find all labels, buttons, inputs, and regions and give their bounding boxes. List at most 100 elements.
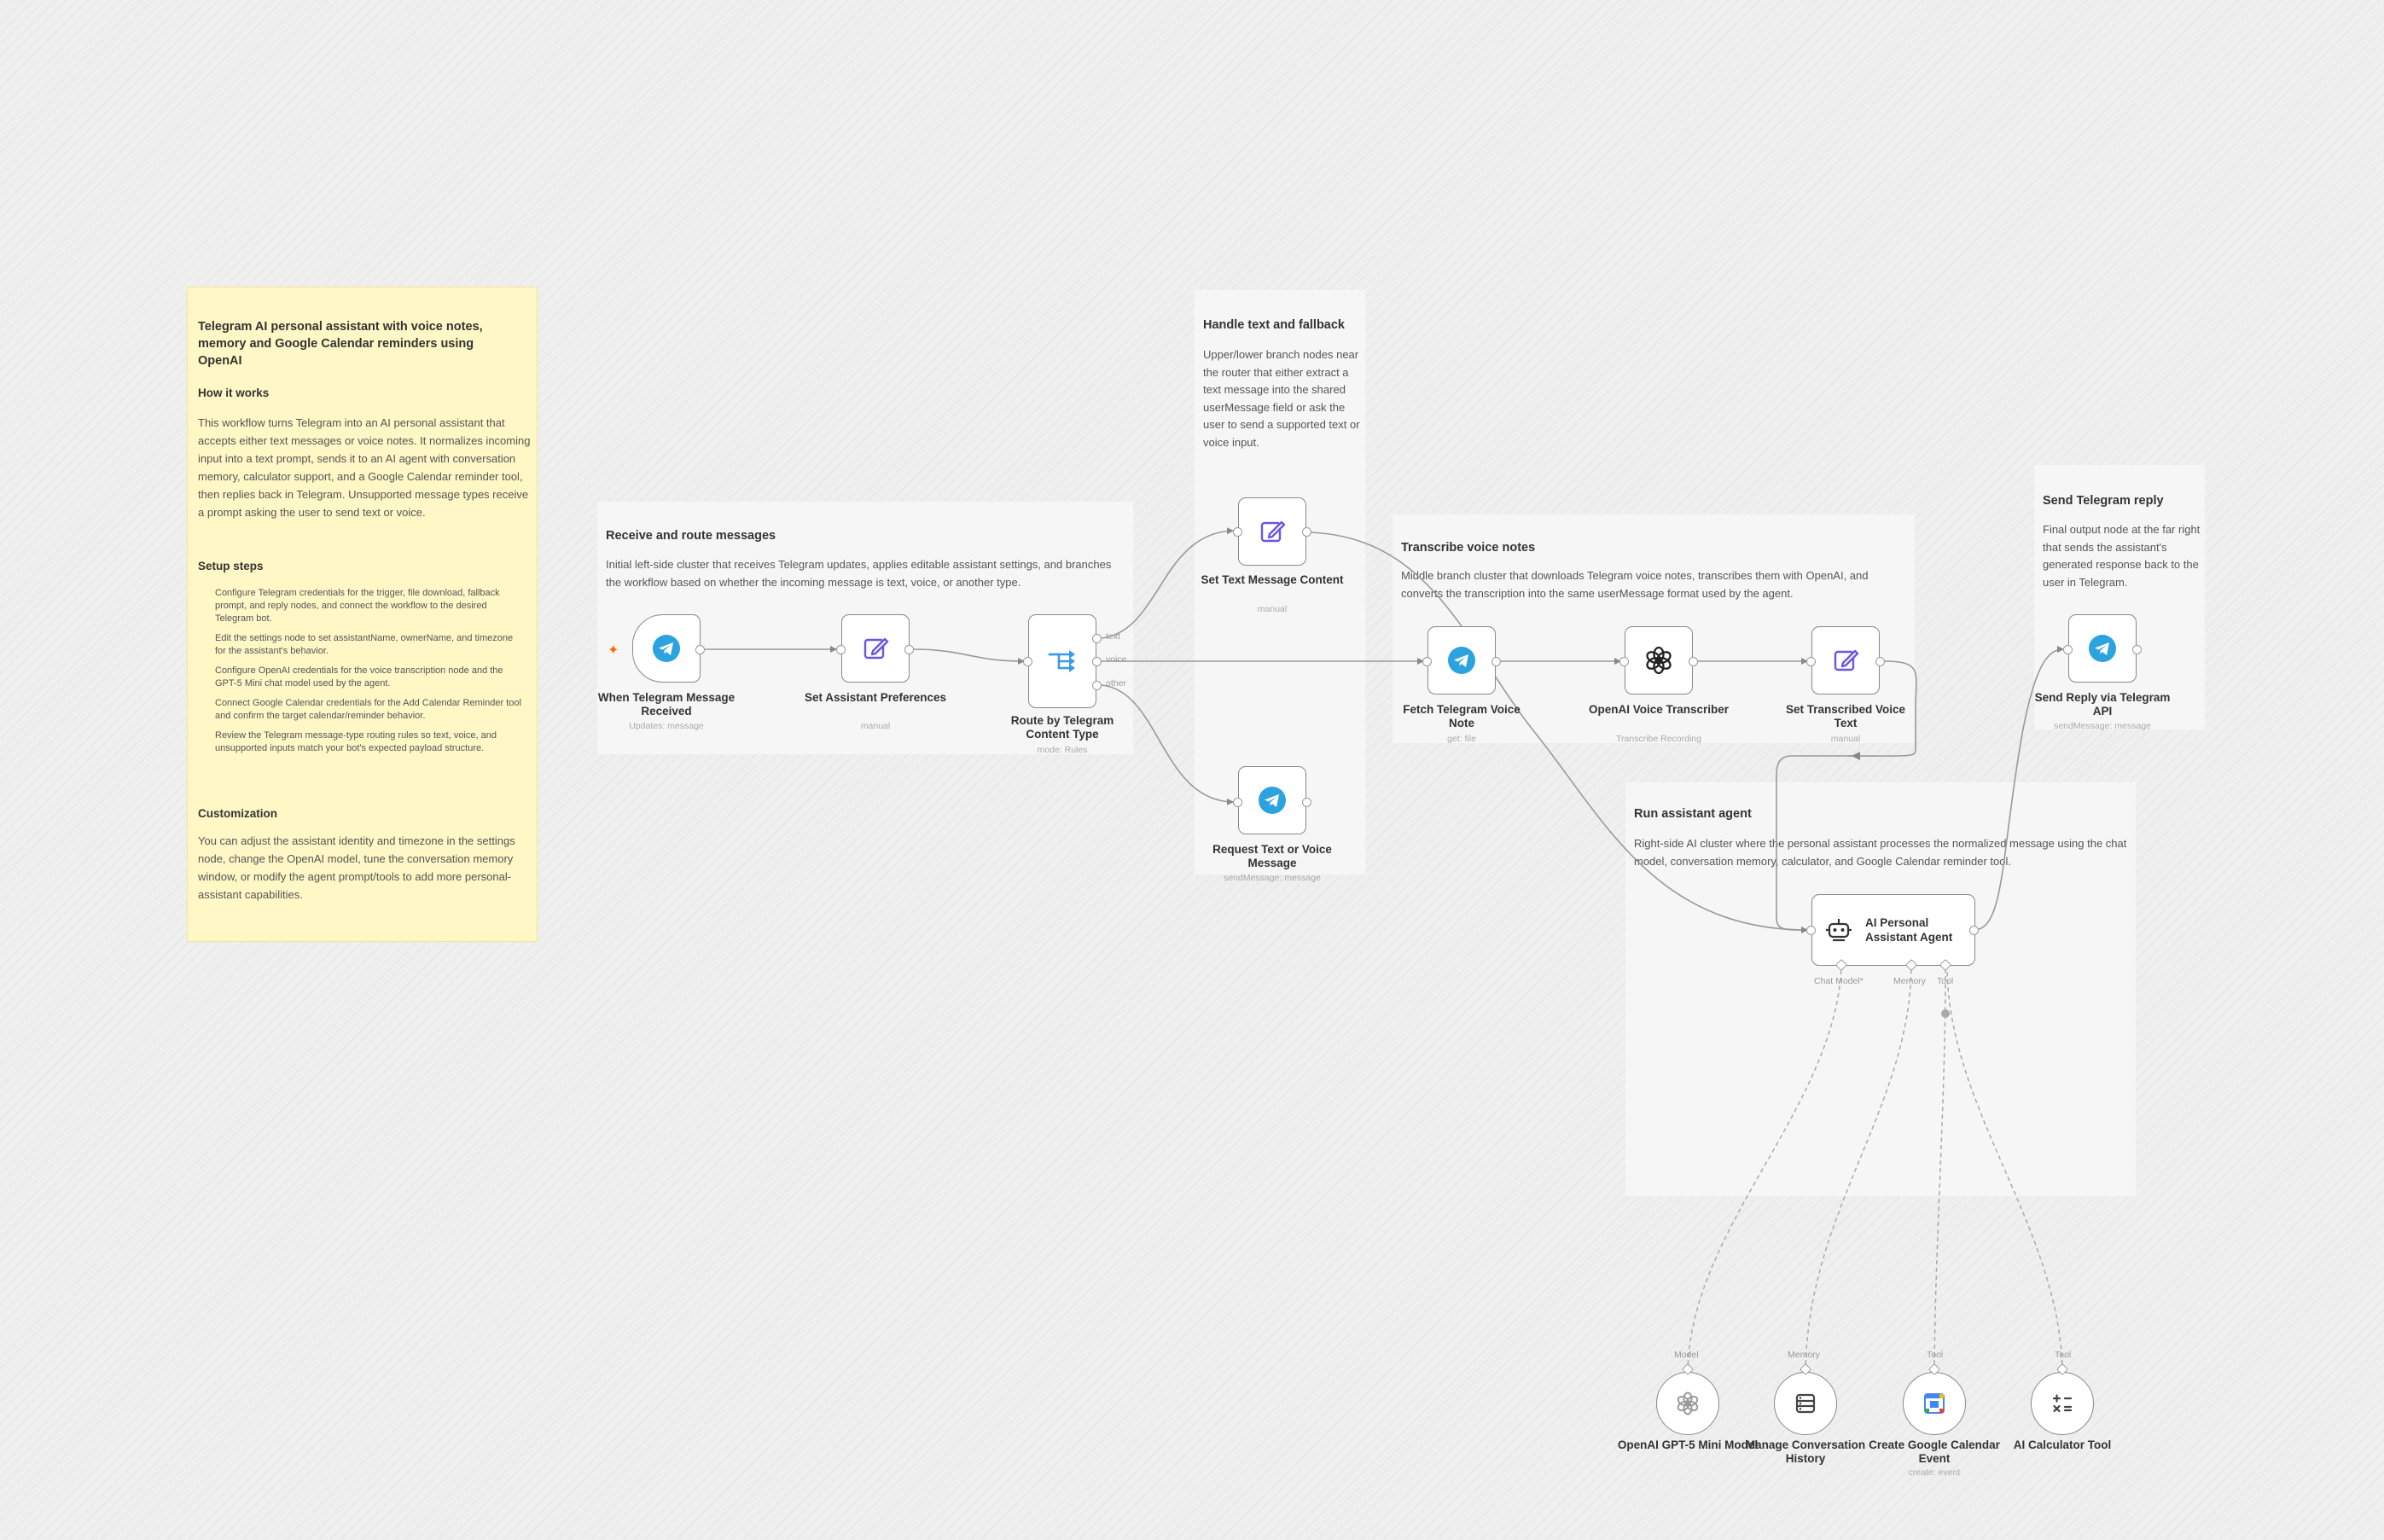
openai-icon [1677, 1392, 1699, 1415]
panel-title: Run assistant agent [1634, 807, 1752, 821]
node-label: Send Reply via Telegram API [2034, 691, 2171, 718]
node-fetch-voice-note[interactable] [1427, 626, 1496, 694]
telegram-icon [1448, 647, 1475, 674]
node-send-telegram-reply[interactable] [2068, 614, 2137, 683]
calculator-icon [2052, 1394, 2073, 1413]
output-port[interactable] [1302, 798, 1311, 807]
input-port[interactable] [1806, 926, 1816, 935]
node-label: Set Assistant Preferences [804, 691, 947, 704]
node-label: Manage Conversation History [1745, 1438, 1866, 1465]
node-label: AI Calculator Tool [2013, 1438, 2112, 1451]
port-label-chat-model: Chat Model* [1814, 976, 1864, 986]
sub-port-label: Model [1674, 1350, 1699, 1360]
input-port[interactable] [2063, 645, 2073, 654]
setup-step: Edit the settings node to set assistantN… [215, 633, 514, 656]
output-port[interactable] [1969, 926, 1979, 935]
output-port[interactable] [695, 645, 705, 654]
robot-icon [1826, 919, 1852, 942]
switch-icon [1048, 650, 1075, 672]
node-openai-voice-transcriber[interactable] [1625, 626, 1693, 694]
port-label-memory: Memory [1893, 976, 1926, 986]
setup-steps-heading: Setup steps [198, 560, 264, 572]
pencil-icon [1834, 649, 1859, 671]
output-port[interactable] [2132, 645, 2142, 654]
customization-text: You can adjust the assistant identity an… [198, 834, 515, 901]
node-label: When Telegram Message Received [597, 691, 736, 718]
setup-step: Configure OpenAI credentials for the voi… [215, 665, 503, 689]
output-port[interactable] [1491, 657, 1501, 666]
node-subtitle: create: event [1908, 1467, 1961, 1478]
input-port[interactable] [836, 645, 846, 654]
sticky-title: Telegram AI personal assistant with voic… [198, 320, 483, 368]
output-label-voice: voice [1106, 654, 1127, 665]
telegram-icon [1259, 787, 1286, 814]
output-port-other[interactable] [1092, 681, 1102, 690]
node-label: Set Transcribed Voice Text [1785, 703, 1906, 729]
node-subtitle: manual [1830, 734, 1861, 744]
database-icon [1795, 1393, 1816, 1414]
node-set-transcribed-text[interactable] [1811, 626, 1880, 694]
node-label: AI Personal Assistant Agent [1865, 916, 1953, 944]
panel-reply[interactable]: Send Telegram reply Final output node at… [2034, 465, 2205, 729]
node-request-text-or-voice[interactable] [1238, 766, 1306, 834]
node-ai-personal-assistant-agent[interactable]: AI Personal Assistant Agent [1811, 894, 1975, 966]
openai-icon [1646, 646, 1672, 675]
output-port[interactable] [1875, 657, 1885, 666]
node-subtitle: manual [860, 721, 891, 731]
node-subtitle: get: file [1447, 734, 1476, 744]
node-set-assistant-preferences[interactable] [841, 614, 910, 683]
sticky-note[interactable]: Telegram AI personal assistant with voic… [187, 287, 538, 942]
input-port[interactable] [1422, 657, 1432, 666]
input-port[interactable] [1023, 657, 1032, 666]
panel-agent[interactable]: Run assistant agent Right-side AI cluste… [1625, 782, 2136, 1196]
port-label-tool: Tool [1937, 976, 1954, 986]
setup-steps-list: Configure Telegram credentials for the t… [198, 587, 524, 762]
output-port[interactable] [1302, 527, 1311, 537]
setup-step: Review the Telegram message-type routing… [215, 730, 497, 753]
sub-port-label: Memory [1788, 1350, 1820, 1360]
node-create-google-calendar-event[interactable] [1903, 1372, 1966, 1435]
panel-title: Handle text and fallback [1203, 318, 1345, 332]
telegram-icon [653, 635, 680, 662]
pencil-icon [863, 637, 889, 660]
panel-title: Receive and route messages [606, 529, 776, 543]
node-subtitle: Updates: message [629, 721, 704, 731]
node-set-text-message[interactable] [1238, 497, 1306, 566]
panel-description: Middle branch cluster that downloads Tel… [1401, 569, 1869, 600]
node-label: Create Google Calendar Event [1869, 1438, 2000, 1465]
panel-description: Final output node at the far right that … [2043, 523, 2201, 589]
panel-title: Transcribe voice notes [1401, 541, 1536, 555]
node-subtitle: manual [1257, 604, 1288, 614]
node-manage-conversation-history[interactable] [1774, 1372, 1837, 1435]
node-subtitle: sendMessage: message [1224, 873, 1321, 883]
node-openai-gpt5-mini-model[interactable] [1656, 1372, 1719, 1435]
output-label-other: other [1106, 678, 1126, 689]
output-port[interactable] [1689, 657, 1698, 666]
input-port[interactable] [1233, 798, 1242, 807]
input-port[interactable] [1806, 657, 1816, 666]
node-route-by-content-type[interactable] [1028, 614, 1096, 708]
input-port[interactable] [1619, 657, 1629, 666]
pencil-icon [1260, 520, 1286, 543]
node-label: Request Text or Voice Message [1212, 843, 1332, 869]
node-label: OpenAI Voice Transcriber [1588, 703, 1730, 716]
sub-port-label: Tool [2055, 1350, 2072, 1360]
output-port[interactable] [904, 645, 914, 654]
output-port-text[interactable] [1092, 634, 1102, 643]
input-port[interactable] [1233, 527, 1242, 537]
node-ai-calculator-tool[interactable] [2031, 1372, 2094, 1435]
node-subtitle: Transcribe Recording [1616, 734, 1701, 744]
node-label: Route by Telegram Content Type [1010, 714, 1114, 741]
node-telegram-trigger[interactable] [632, 614, 701, 683]
output-port-voice[interactable] [1092, 657, 1102, 666]
panel-description: Upper/lower branch nodes near the router… [1203, 348, 1360, 449]
setup-step: Connect Google Calendar credentials for … [215, 698, 521, 721]
how-it-works-text: This workflow turns Telegram into an AI … [198, 416, 531, 519]
panel-description: Right-side AI cluster where the personal… [1634, 837, 2127, 868]
google-calendar-icon [1924, 1393, 1945, 1414]
setup-step: Configure Telegram credentials for the t… [215, 588, 500, 624]
output-label-text: text [1106, 631, 1120, 642]
trigger-bolt-icon: ✦ [608, 643, 619, 658]
telegram-icon [2089, 635, 2116, 662]
node-subtitle: mode: Rules [1037, 745, 1088, 755]
